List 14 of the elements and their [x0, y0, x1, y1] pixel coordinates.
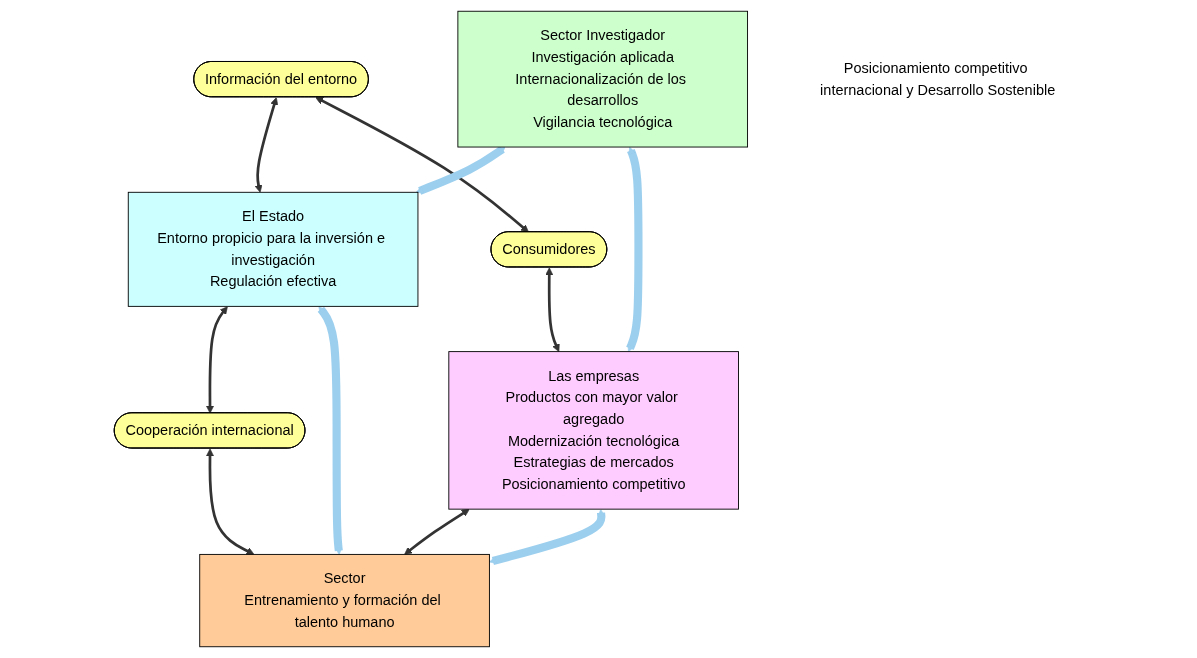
arrow [206, 306, 228, 414]
node-box: El Estado Entorno propicio para la inversión e investigación Regulación efectiva [127, 191, 419, 307]
arrow [254, 97, 279, 193]
arrow [317, 306, 343, 555]
arrow [315, 97, 529, 233]
arrow [404, 508, 470, 555]
node-box: Sector Entrenamiento y formación del talento humano [199, 553, 490, 648]
node-box: Sector Investigador Investigación aplicada Internacionalización de los desarrollos Vigilancia tecnológica [457, 10, 749, 148]
arrow [545, 267, 560, 352]
arrow [489, 509, 606, 565]
arrow [206, 448, 255, 555]
node-text: Posicionamiento competitivo internacional y Desarrollo Sostenible [820, 60, 1056, 98]
node-box: Las empresas Productos con mayor valor agregado Modernización tecnológica Estrategias de mercados Posicionamiento competitivo [448, 351, 740, 510]
arrow [626, 147, 643, 352]
